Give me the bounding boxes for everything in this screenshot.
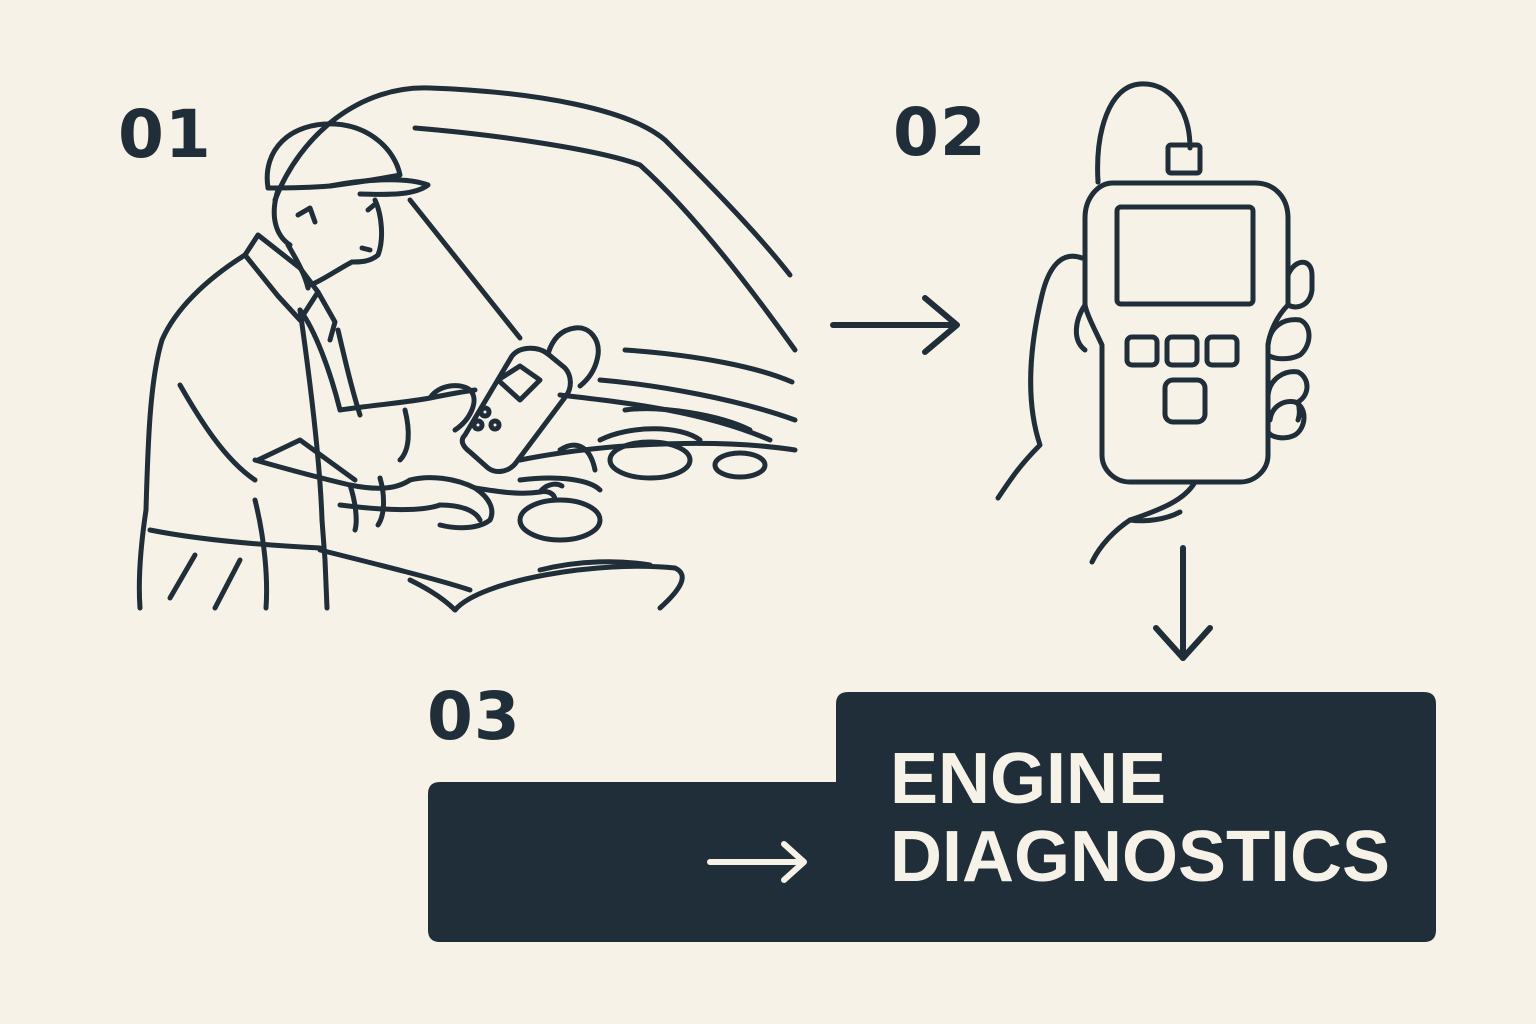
- step-number-1: 01: [118, 96, 212, 173]
- result-line-2: DIAGNOSTICS: [890, 817, 1391, 897]
- result-label: ENGINE DIAGNOSTICS: [890, 740, 1390, 896]
- arrow-right-icon: [707, 841, 807, 883]
- engine-diagnostics-banner-icon: [428, 692, 1436, 942]
- step-number-3: 03: [427, 678, 521, 755]
- mechanic-with-scanner-icon: [136, 85, 798, 613]
- arrow-down-icon: [1153, 545, 1213, 661]
- arrow-right-icon: [830, 295, 960, 355]
- result-line-1: ENGINE: [890, 739, 1167, 819]
- step-number-2: 02: [893, 94, 987, 171]
- obd-scanner-in-hand-icon: [995, 81, 1315, 565]
